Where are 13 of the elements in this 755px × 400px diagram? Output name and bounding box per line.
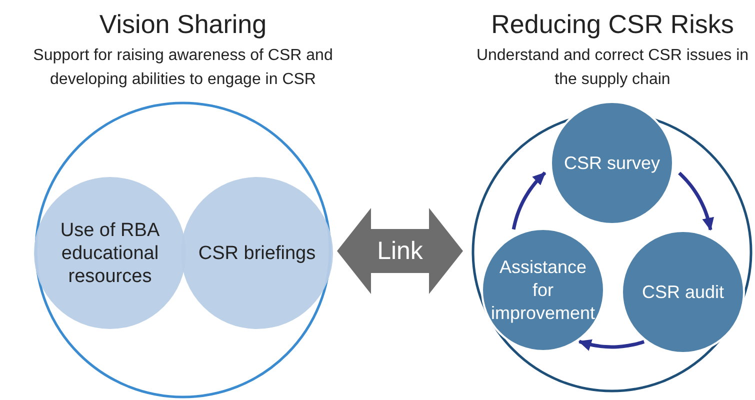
- group-heading: Reducing CSR Risks: [490, 8, 735, 40]
- circle-label: CSR briefings: [197, 242, 317, 264]
- circle-label: Use of RBA educational resources: [59, 218, 161, 288]
- cycle-arrow: [678, 172, 714, 231]
- circle-label: CSR audit: [640, 280, 726, 304]
- group-description: Understand and correct CSR issues in the supply chain: [475, 46, 750, 90]
- group-heading: Vision Sharing: [98, 8, 268, 40]
- circle-label: Assistance for improvement: [490, 256, 596, 324]
- cycle-arrow: [512, 171, 546, 230]
- cycle-arrow: [578, 339, 645, 351]
- group-description: Support for raising awareness of CSR and developing abilities to engage in CSR: [32, 46, 334, 90]
- double-arrow: [337, 208, 463, 294]
- circle-label: CSR survey: [562, 152, 662, 174]
